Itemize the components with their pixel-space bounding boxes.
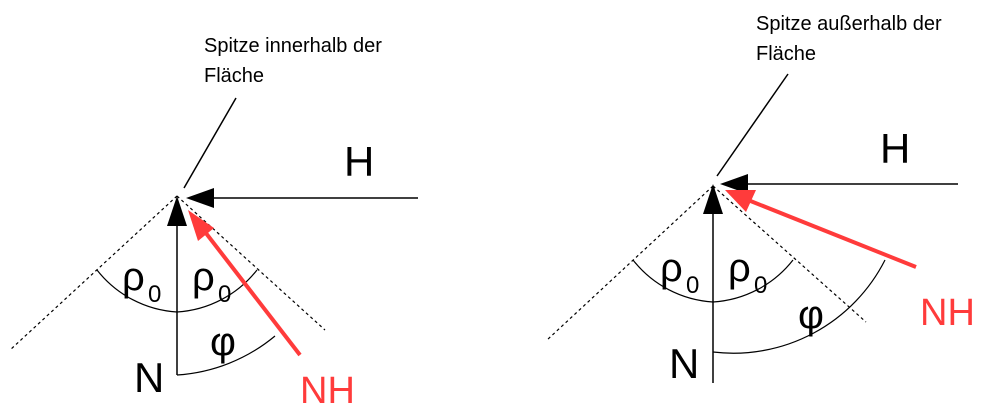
- right-caption-line2: Fläche: [756, 43, 816, 65]
- left-h-label: H: [344, 138, 374, 185]
- left-rho-label-a: ρ: [122, 255, 145, 299]
- left-h-arrowhead: [186, 188, 214, 208]
- left-rho-arc-left: [96, 269, 178, 313]
- right-rho-label-a: ρ: [660, 246, 683, 290]
- right-nh-arrow-shaft: [747, 198, 917, 269]
- left-rho-sub-a: 0: [148, 281, 161, 308]
- left-nh-arrowhead: [188, 210, 214, 241]
- right-phi-arc: [712, 259, 886, 354]
- right-cone-line-right: [712, 185, 867, 323]
- left-rho-label-b: ρ: [192, 255, 215, 299]
- left-caption-line2: Fläche: [204, 65, 264, 87]
- left-cone-line-left: [9, 195, 178, 351]
- left-panel: Spitze innerhalb der Fläche H N ρ 0 ρ 0 …: [9, 35, 418, 411]
- right-h-label: H: [880, 125, 910, 172]
- left-phi-arc: [176, 335, 276, 376]
- right-n-label: N: [669, 340, 699, 387]
- right-n-arrowhead: [703, 184, 723, 214]
- right-h-arrowhead: [720, 174, 748, 194]
- left-caption-line1: Spitze innerhalb der: [204, 35, 382, 57]
- left-rho-sub-b: 0: [218, 281, 231, 308]
- right-rho-label-b: ρ: [728, 246, 751, 290]
- left-n-label: N: [134, 354, 164, 401]
- left-n-arrowhead: [167, 196, 187, 226]
- right-nh-arrowhead: [725, 190, 756, 212]
- left-phi-label: φ: [210, 320, 236, 364]
- right-rho-arc-left: [632, 259, 714, 303]
- right-caption-line1: Spitze außerhalb der: [756, 13, 942, 35]
- left-nh-arrow-shaft: [200, 226, 302, 357]
- right-nh-label: NH: [920, 292, 975, 334]
- right-rho-sub-b: 0: [754, 272, 767, 299]
- right-leader-line: [716, 73, 789, 177]
- right-rho-arc-right: [712, 259, 794, 303]
- left-nh-label: NH: [300, 370, 355, 411]
- right-rho-sub-a: 0: [686, 272, 699, 299]
- right-phi-label: φ: [798, 293, 824, 337]
- right-cone-line-left: [546, 185, 714, 341]
- left-leader-line: [183, 97, 237, 189]
- right-panel: Spitze außerhalb der Fläche H N ρ 0 ρ 0 …: [546, 13, 975, 387]
- left-rho-arc-right: [176, 269, 258, 313]
